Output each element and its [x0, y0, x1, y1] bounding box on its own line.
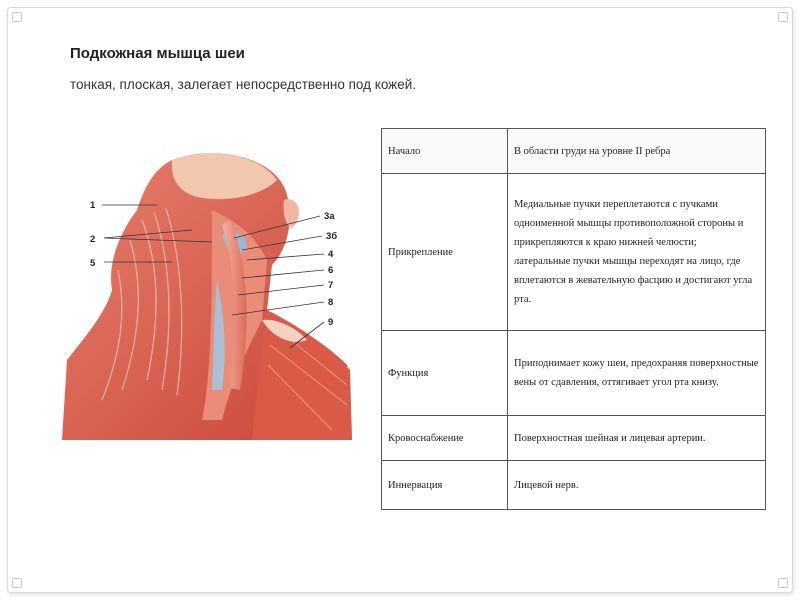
figure-label-1: 1	[90, 200, 96, 211]
row-value-origin: В области груди на уровне II ребра	[507, 128, 766, 174]
neck-muscles-illustration: 1 2 3а 3б 4 5 6 7 8 9	[62, 150, 362, 440]
row-key-innervation: Иннервация	[381, 460, 508, 510]
figure-label-5: 5	[90, 258, 96, 269]
row-key-blood-supply: Кровоснабжение	[381, 415, 508, 461]
slide-subtitle: тонкая, плоская, залегает непосредственн…	[70, 77, 417, 92]
row-key-function: Функция	[381, 330, 508, 416]
figure-label-7: 7	[328, 280, 333, 291]
table-row: Прикрепление Медиальные пучки переплетаю…	[381, 173, 766, 331]
row-value-innervation: Лицевой нерв.	[507, 460, 766, 510]
resize-handle-top-right[interactable]	[778, 12, 788, 22]
figure-label-2: 2	[90, 234, 95, 245]
resize-handle-bottom-left[interactable]	[12, 578, 22, 588]
row-value-attachment: Медиальные пучки переплетаются с пучками…	[507, 173, 766, 331]
figure-label-6: 6	[328, 265, 333, 276]
table-row: Функция Приподнимает кожу шеи, предохран…	[381, 330, 766, 416]
resize-handle-top-left[interactable]	[12, 12, 22, 22]
row-value-blood-supply: Поверхностная шейная и лицевая артерии.	[507, 415, 766, 461]
figure-label-4: 4	[328, 249, 334, 260]
row-value-function: Приподнимает кожу шеи, предохраняя повер…	[507, 330, 766, 416]
anatomy-svg: 1 2 3а 3б 4 5 6 7 8 9	[62, 153, 352, 440]
table-row: Иннервация Лицевой нерв.	[381, 460, 766, 510]
figure-label-8: 8	[328, 297, 333, 308]
figure-label-9: 9	[328, 317, 333, 328]
row-key-origin: Начало	[381, 128, 508, 174]
slide-title: Подкожная мышца шеи	[70, 45, 245, 62]
table-row: Кровоснабжение Поверхностная шейная и ли…	[381, 415, 766, 461]
figure-label-3b: 3б	[326, 231, 337, 242]
row-key-attachment: Прикрепление	[381, 173, 508, 331]
table-row: Начало В области груди на уровне II ребр…	[381, 128, 766, 174]
resize-handle-bottom-right[interactable]	[778, 578, 788, 588]
muscle-info-table: Начало В области груди на уровне II ребр…	[381, 128, 766, 510]
figure-label-3a: 3а	[324, 211, 335, 222]
